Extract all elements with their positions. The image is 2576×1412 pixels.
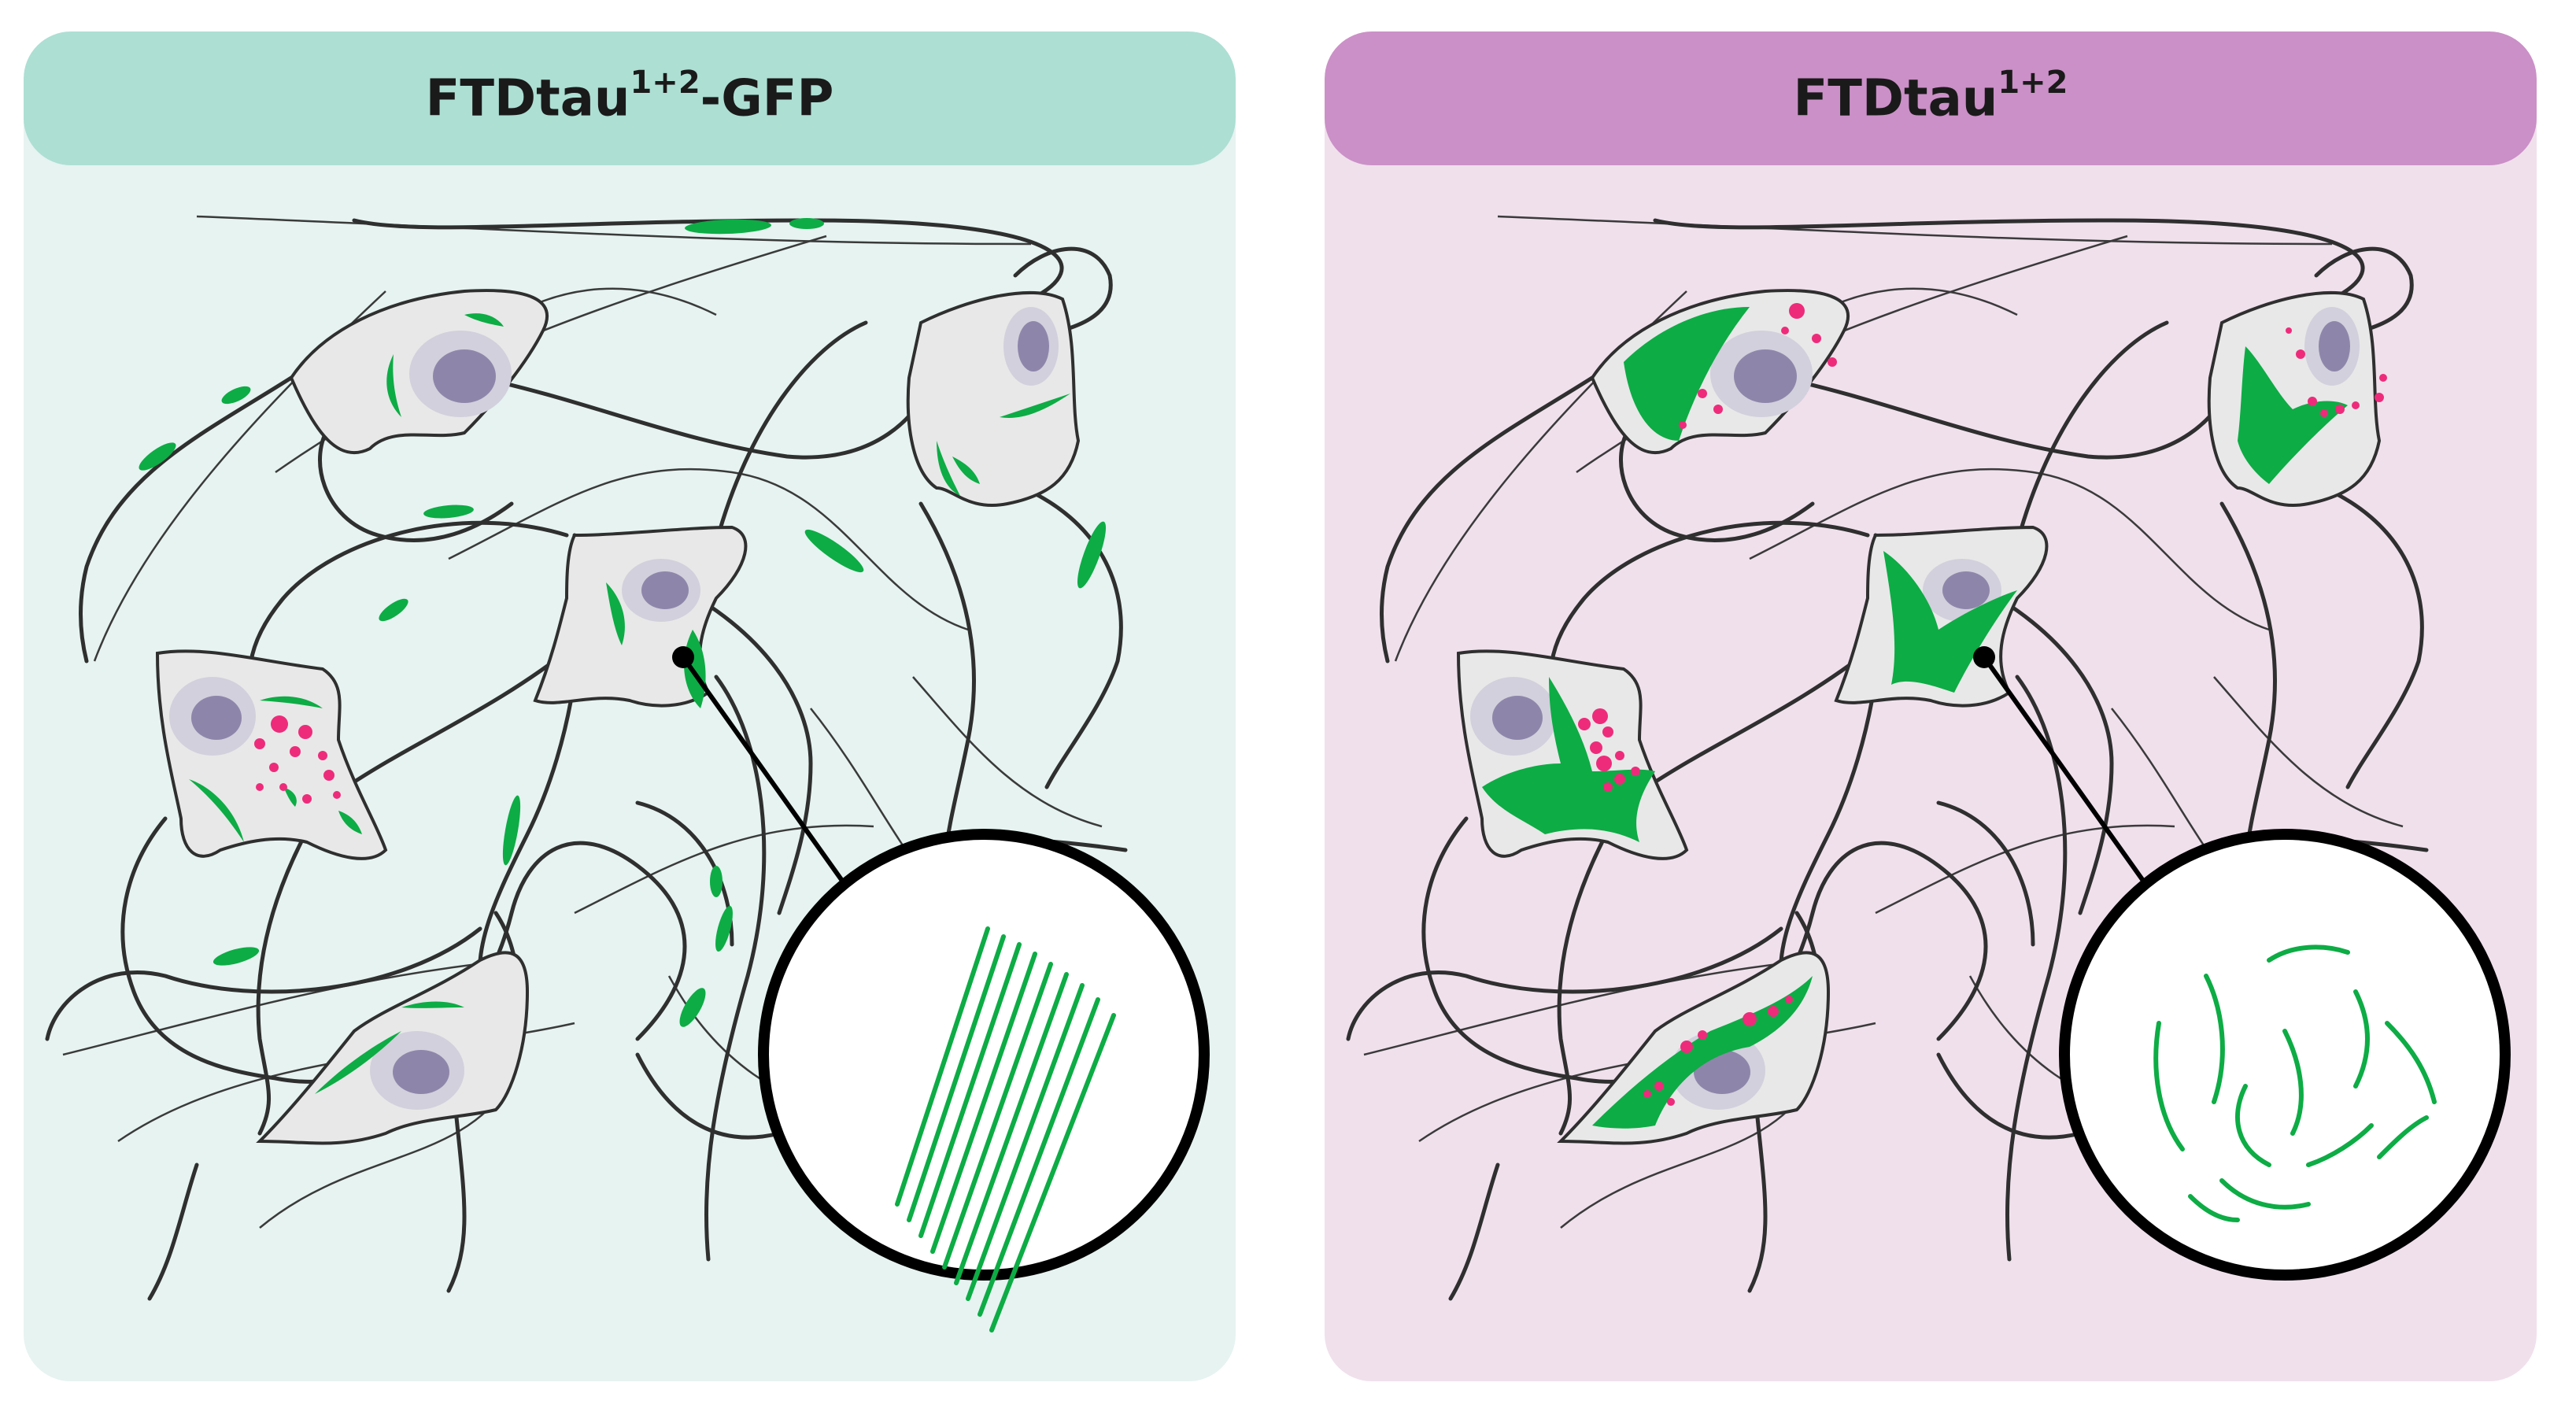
- neuron-cell-4: [1456, 649, 1689, 860]
- neuron-cell-3: [533, 525, 748, 708]
- panel-title: FTDtau1+2-GFP: [425, 64, 834, 128]
- panel-header-ftdtau-gfp: FTDtau1+2-GFP: [24, 31, 1236, 165]
- zoom-circle: [2059, 829, 2511, 1281]
- neuron-cell-2: [906, 290, 1081, 507]
- panel-ftdtau: FTDtau1+2: [1325, 31, 2537, 1381]
- neuron-cell-3: [1834, 525, 2049, 708]
- panel-title: FTDtau1+2: [1793, 64, 2068, 128]
- zoom-connector: [1982, 656, 2157, 899]
- pink-droplets: [254, 715, 341, 804]
- curved-short-fibrils: [2153, 944, 2437, 1222]
- neuron-cell-5: [256, 951, 530, 1145]
- neuron-cell-1: [289, 289, 549, 454]
- panel-header-ftdtau: FTDtau1+2: [1325, 31, 2537, 165]
- neuron-network-illustration: [45, 215, 1210, 1333]
- parallel-filaments: [895, 926, 1116, 1333]
- zoom-connector: [681, 656, 856, 899]
- neuron-cell-5: [1557, 951, 1831, 1145]
- panel-ftdtau-gfp: FTDtau1+2-GFP: [24, 31, 1236, 1381]
- pink-droplets: [1578, 303, 2387, 1106]
- neuron-cell-2: [2207, 290, 2382, 507]
- neurite-tau-beads: [139, 218, 1107, 1027]
- neuron-network-illustration: [1346, 215, 2511, 1301]
- neuron-cell-1: [1590, 289, 1850, 454]
- neuron-cell-4: [155, 649, 388, 860]
